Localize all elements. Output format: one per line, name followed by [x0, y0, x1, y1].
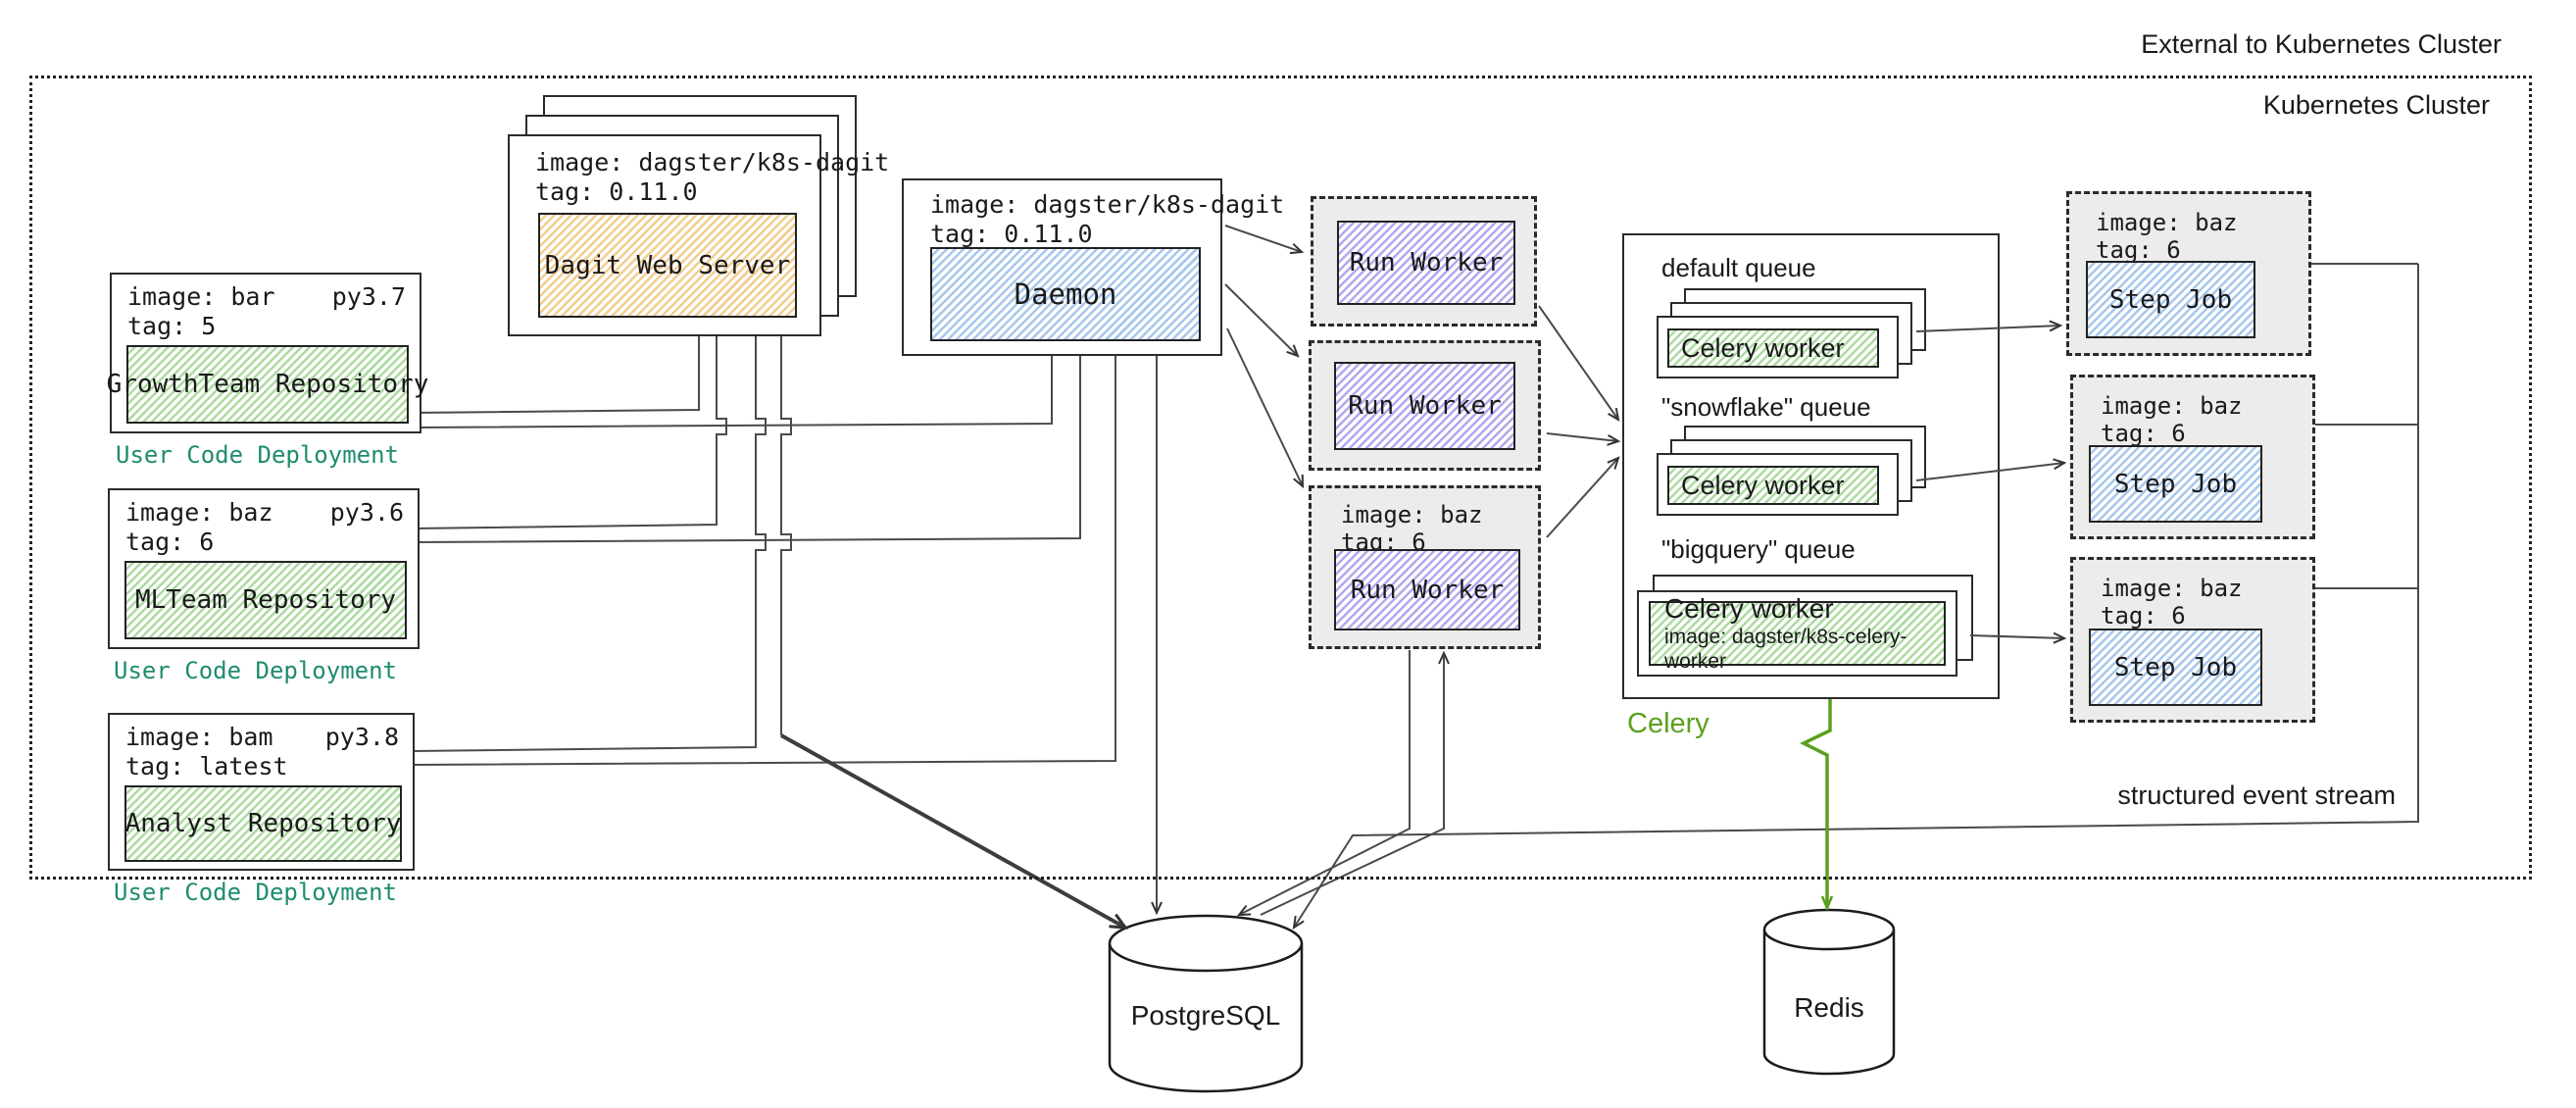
image-line: image: bar	[127, 282, 275, 311]
image-line: image: baz	[2101, 392, 2243, 420]
cluster-border	[29, 76, 2532, 880]
tag-line: tag: 6	[125, 528, 215, 556]
image-line: image: baz	[1341, 501, 1483, 529]
postgresql-cylinder	[1108, 914, 1304, 1093]
queue-label-default: default queue	[1661, 253, 1816, 282]
celery-worker-box: Celery worker	[1667, 466, 1879, 505]
repository-box: Analyst Repository	[124, 785, 402, 862]
step-job-pod-2: image: baz tag: 6 Step Job	[2070, 375, 2315, 539]
dagit-tag-line: tag: 0.11.0	[535, 177, 698, 206]
daemon-box: image: dagster/k8s-dagit tag: 0.11.0 Dae…	[902, 178, 1284, 356]
image-line: image: baz	[2096, 209, 2238, 236]
celery-worker-box: Celery worker image: dagster/k8s-celery-…	[1649, 593, 1946, 673]
celery-worker-label: Celery worker	[1664, 593, 1834, 624]
step-job-box: Step Job	[2089, 445, 2262, 523]
daemon-image-line: image: dagster/k8s-dagit	[930, 190, 1285, 219]
user-code-deployment-1: image: bar py3.7 tag: 5 GrowthTeam Repos…	[107, 273, 428, 433]
queue-label-bigquery: "bigquery" queue	[1661, 534, 1856, 564]
cluster-label: Kubernetes Cluster	[2262, 90, 2490, 120]
redis-label: Redis	[1794, 992, 1864, 1023]
tag-line: tag: latest	[125, 752, 288, 781]
image-line: image: bam	[125, 723, 273, 751]
user-code-deployment-2: image: baz py3.6 tag: 6 MLTeam Repositor…	[108, 488, 420, 649]
daemon-inner-box: Daemon	[930, 247, 1201, 341]
step-job-pod-1: image: baz tag: 6 Step Job	[2066, 191, 2311, 356]
dagit-box: image: dagster/k8s-dagit tag: 0.11.0 Dag…	[508, 134, 889, 336]
run-worker-box: Run Worker	[1334, 362, 1515, 450]
deployment-caption: User Code Deployment	[116, 441, 399, 469]
celery-worker-stack3-front: Celery worker image: dagster/k8s-celery-…	[1637, 590, 1957, 677]
celery-worker-stack1-front: Celery worker	[1657, 316, 1899, 378]
tag-line: tag: 6	[2101, 420, 2186, 447]
run-worker-pod-2: Run Worker	[1309, 340, 1541, 471]
step-job-box: Step Job	[2089, 629, 2262, 706]
postgres-label: PostgreSQL	[1130, 1000, 1281, 1031]
daemon-tag-line: tag: 0.11.0	[930, 220, 1093, 248]
tag-line: tag: 5	[127, 312, 217, 340]
image-line: image: baz	[2101, 575, 2243, 602]
step-job-pod-3: image: baz tag: 6 Step Job	[2070, 557, 2315, 723]
queue-label-snowflake: "snowflake" queue	[1661, 392, 1871, 422]
tag-line: tag: 6	[2101, 602, 2186, 630]
python-version: py3.7	[331, 282, 406, 311]
external-label: External to Kubernetes Cluster	[2141, 29, 2502, 59]
redis-cylinder	[1762, 908, 1896, 1076]
repository-box: MLTeam Repository	[124, 561, 407, 639]
run-worker-pod-1: Run Worker	[1311, 196, 1537, 327]
tag-line: tag: 6	[2096, 236, 2181, 264]
run-worker-pod-3: image: baz tag: 6 Run Worker	[1309, 485, 1541, 649]
celery-worker-image-line: image: dagster/k8s-celery-worker	[1664, 626, 1907, 673]
celery-worker-stack2-front: Celery worker	[1657, 453, 1899, 516]
celery-worker-box: Celery worker	[1667, 328, 1879, 368]
deployment-caption: User Code Deployment	[114, 879, 397, 906]
dagit-image-line: image: dagster/k8s-dagit	[535, 148, 890, 176]
run-worker-box: Run Worker	[1334, 549, 1520, 630]
celery-redis-arrow	[1800, 691, 1830, 908]
step-job-box: Step Job	[2086, 261, 2255, 338]
user-code-deployment-3: image: bam py3.8 tag: latest Analyst Rep…	[108, 713, 415, 871]
run-worker-box: Run Worker	[1337, 221, 1515, 305]
python-version: py3.8	[324, 723, 399, 751]
event-stream-label: structured event stream	[2111, 781, 2402, 811]
dagit-postgres-arrow	[780, 733, 1129, 930]
dagit-web-server-box: Dagit Web Server	[538, 213, 797, 318]
repository-box: GrowthTeam Repository	[107, 345, 428, 424]
deployment-caption: User Code Deployment	[114, 657, 397, 684]
python-version: py3.6	[329, 498, 404, 527]
image-line: image: baz	[125, 498, 273, 527]
celery-label: Celery	[1627, 708, 1709, 739]
